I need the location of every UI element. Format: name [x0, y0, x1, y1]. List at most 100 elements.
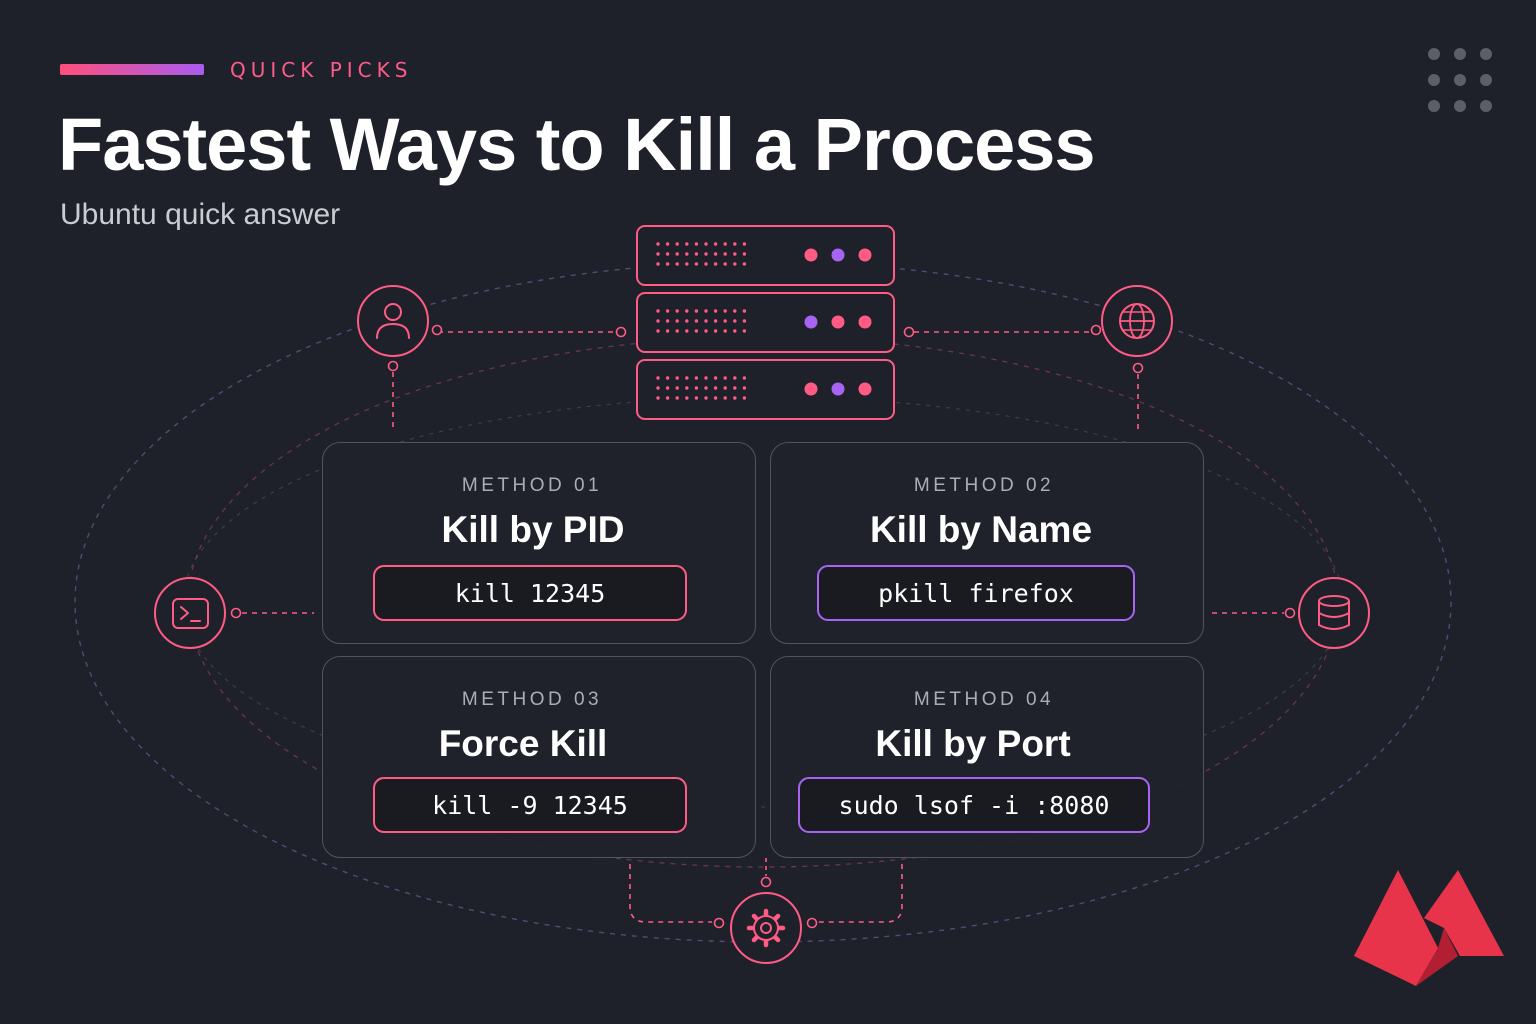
vent-dot — [694, 376, 699, 380]
vent-dot — [665, 319, 670, 323]
status-light — [804, 248, 818, 262]
vent-dot — [742, 242, 747, 246]
command-box[interactable]: kill -9 12345 — [373, 777, 687, 833]
vent-dot — [713, 396, 718, 400]
vent-dot — [742, 386, 747, 390]
vent-dot — [656, 309, 660, 313]
vent-dot — [675, 376, 679, 380]
vent-dot — [704, 329, 708, 333]
vent-dot — [665, 262, 670, 266]
vent-dot — [694, 252, 699, 256]
database-icon — [1298, 577, 1370, 649]
vent-dot — [713, 242, 718, 246]
vent-dot — [733, 329, 737, 333]
status-light — [831, 315, 845, 329]
method-card-03: METHOD 03 Force Kill kill -9 12345 — [322, 656, 756, 858]
vent-dot — [733, 386, 737, 390]
command-box[interactable]: kill 12345 — [373, 565, 687, 621]
vent-dot — [685, 319, 689, 323]
eyebrow-label: QUICK PICKS — [230, 58, 413, 82]
vent-dot — [675, 262, 679, 266]
vent-dot — [704, 376, 708, 380]
vent-dot — [675, 252, 679, 256]
vent-dot — [742, 262, 747, 266]
vent-dot — [713, 319, 718, 323]
page-title: Fastest Ways to Kill a Process — [58, 103, 1096, 186]
vent-dot — [713, 386, 718, 390]
vent-dot — [665, 252, 670, 256]
vent-dot — [742, 396, 747, 400]
method-title: Kill by Port — [875, 723, 1071, 764]
vent-dot — [704, 319, 708, 323]
vent-dot — [733, 252, 737, 256]
vent-dot — [665, 242, 670, 246]
globe-icon — [1101, 285, 1173, 357]
vent-dot — [656, 252, 660, 256]
vent-dot — [723, 386, 727, 390]
brand-logo — [1354, 870, 1504, 986]
vent-dot — [685, 252, 689, 256]
status-light — [804, 315, 818, 329]
vent-dot — [704, 242, 708, 246]
vent-dot — [713, 376, 718, 380]
vent-dot — [742, 252, 747, 256]
vent-dot — [656, 262, 660, 266]
vent-dot — [723, 396, 727, 400]
vent-dot — [656, 386, 660, 390]
status-light — [858, 248, 872, 262]
method-label: METHOD 02 — [913, 475, 1055, 496]
vent-dot — [694, 329, 699, 333]
command-box[interactable]: sudo lsof -i :8080 — [798, 777, 1150, 833]
method-card-04: METHOD 04 Kill by Port sudo lsof -i :808… — [770, 656, 1204, 858]
vent-dot — [733, 242, 737, 246]
vent-dot — [656, 242, 660, 246]
method-label: METHOD 04 — [913, 689, 1055, 710]
vent-dot — [704, 396, 708, 400]
method-title: Kill by PID — [441, 509, 625, 550]
vent-dot — [723, 262, 727, 266]
vent-dot — [675, 309, 679, 313]
vent-dot — [742, 329, 747, 333]
vent-dot — [742, 319, 747, 323]
vent-dot — [694, 319, 699, 323]
vent-dot — [665, 386, 670, 390]
vent-dot — [723, 329, 727, 333]
method-title: Force Kill — [438, 723, 608, 764]
vent-dot — [742, 376, 747, 380]
vent-dot — [713, 329, 718, 333]
vent-dot — [656, 329, 660, 333]
vent-dot — [685, 262, 689, 266]
status-light — [858, 315, 872, 329]
status-light — [831, 248, 845, 262]
vent-dot — [675, 242, 679, 246]
method-title: Kill by Name — [869, 509, 1093, 550]
vent-dot — [733, 376, 737, 380]
vent-dot — [713, 252, 718, 256]
status-light — [831, 382, 845, 396]
vent-dot — [675, 319, 679, 323]
vent-dot — [685, 376, 689, 380]
vent-dot — [685, 386, 689, 390]
vent-dot — [675, 386, 679, 390]
vent-dot — [704, 309, 708, 313]
method-card-01: METHOD 01 Kill by PID kill 12345 — [322, 442, 756, 644]
vent-dot — [665, 396, 670, 400]
vent-dot — [704, 386, 708, 390]
vent-dot — [733, 319, 737, 323]
vent-dot — [733, 396, 737, 400]
vent-dot — [704, 262, 708, 266]
command-box[interactable]: pkill firefox — [817, 565, 1135, 621]
vent-dot — [656, 396, 660, 400]
vent-dot — [723, 242, 727, 246]
user-icon — [357, 285, 429, 357]
page-subtitle: Ubuntu quick answer — [60, 198, 341, 231]
vent-dot — [675, 396, 679, 400]
vent-dot — [675, 329, 679, 333]
status-light — [858, 382, 872, 396]
vent-dot — [723, 319, 727, 323]
rack-unit — [636, 292, 895, 353]
vent-dot — [733, 309, 737, 313]
vent-dot — [723, 252, 727, 256]
vent-dot — [656, 319, 660, 323]
